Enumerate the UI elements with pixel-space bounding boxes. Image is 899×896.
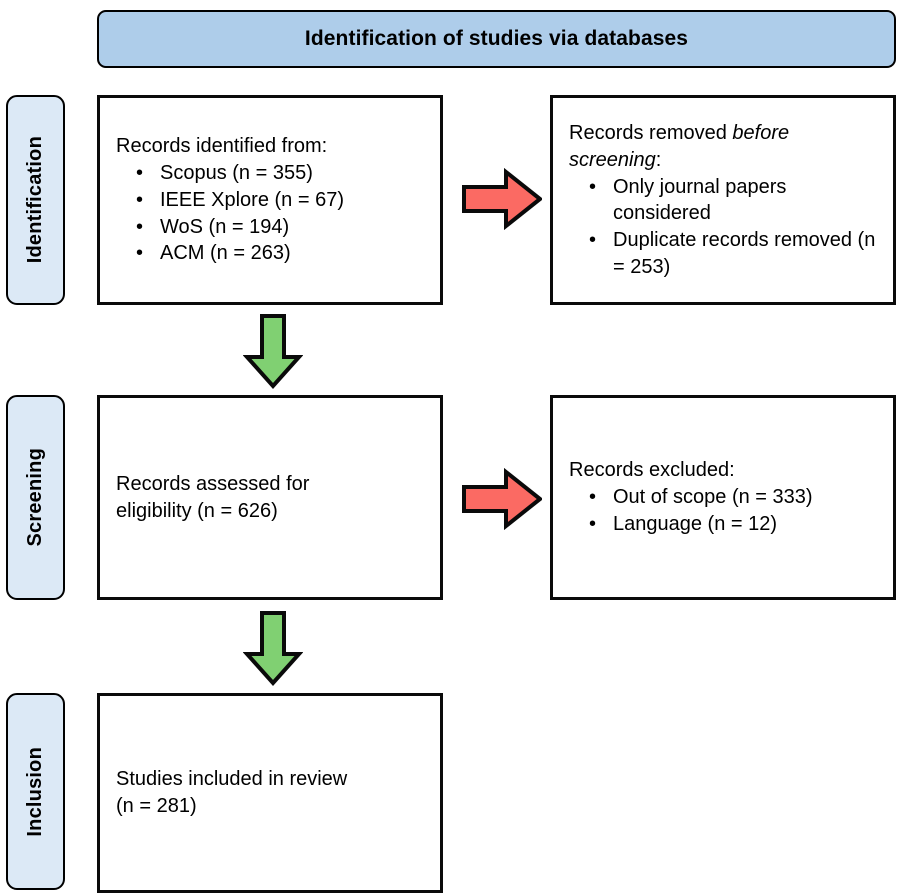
header-title: Identification of studies via databases xyxy=(304,27,689,50)
box-title-prefix: Records removed xyxy=(569,121,733,144)
box-text-line2: (n = 281) xyxy=(116,795,197,817)
header-banner: Identification of studies via databases xyxy=(97,10,896,68)
phase-label-screening: Screening xyxy=(6,395,65,600)
box-studies-included: Studies included in review (n = 281) xyxy=(97,693,443,893)
arrow-down-icon xyxy=(243,313,303,389)
box-title-suffix: : xyxy=(655,148,662,171)
phase-label-inclusion: Inclusion xyxy=(6,693,65,890)
box-records-identified: Records identified from: Scopus (n = 355… xyxy=(97,95,443,305)
box-text-line2: eligibility (n = 626) xyxy=(116,499,278,522)
box-records-assessed: Records assessed for eligibility (n = 62… xyxy=(97,395,443,600)
list-item: ACM (n = 263) xyxy=(116,240,424,267)
box-title: Records removed before screening: xyxy=(569,120,877,174)
list-item: Out of scope (n = 333) xyxy=(569,484,877,511)
box-title: Records identified from: xyxy=(116,135,328,158)
box-text-line1: Studies included in review xyxy=(116,768,348,790)
box-records-excluded: Records excluded: Out of scope (n = 333)… xyxy=(550,395,896,600)
phase-label-identification: Identification xyxy=(6,95,65,305)
box-list: Out of scope (n = 333) Language (n = 12) xyxy=(569,484,877,537)
arrow-right-icon xyxy=(462,468,542,530)
box-records-removed: Records removed before screening: Only j… xyxy=(550,95,896,305)
list-item: Scopus (n = 355) xyxy=(116,160,424,187)
arrow-down-icon xyxy=(243,610,303,686)
arrow-right-icon xyxy=(462,168,542,230)
list-item: IEEE Xplore (n = 67) xyxy=(116,187,424,214)
box-list: Scopus (n = 355) IEEE Xplore (n = 67) Wo… xyxy=(116,160,424,266)
box-text-line1: Records assessed for xyxy=(116,472,310,495)
box-title-emphasis: before screening xyxy=(569,121,790,171)
phase-label-text: Inclusion xyxy=(24,746,46,837)
box-list: Only journal papers considered Duplicate… xyxy=(569,174,877,280)
phase-label-text: Screening xyxy=(24,448,46,547)
list-item: Language (n = 12) xyxy=(569,511,877,538)
list-item: WoS (n = 194) xyxy=(116,214,424,241)
box-title: Records excluded: xyxy=(569,459,735,482)
list-item: Only journal papers considered xyxy=(569,174,877,227)
list-item: Duplicate records removed (n = 253) xyxy=(569,227,877,280)
phase-label-text: Identification xyxy=(24,136,46,264)
